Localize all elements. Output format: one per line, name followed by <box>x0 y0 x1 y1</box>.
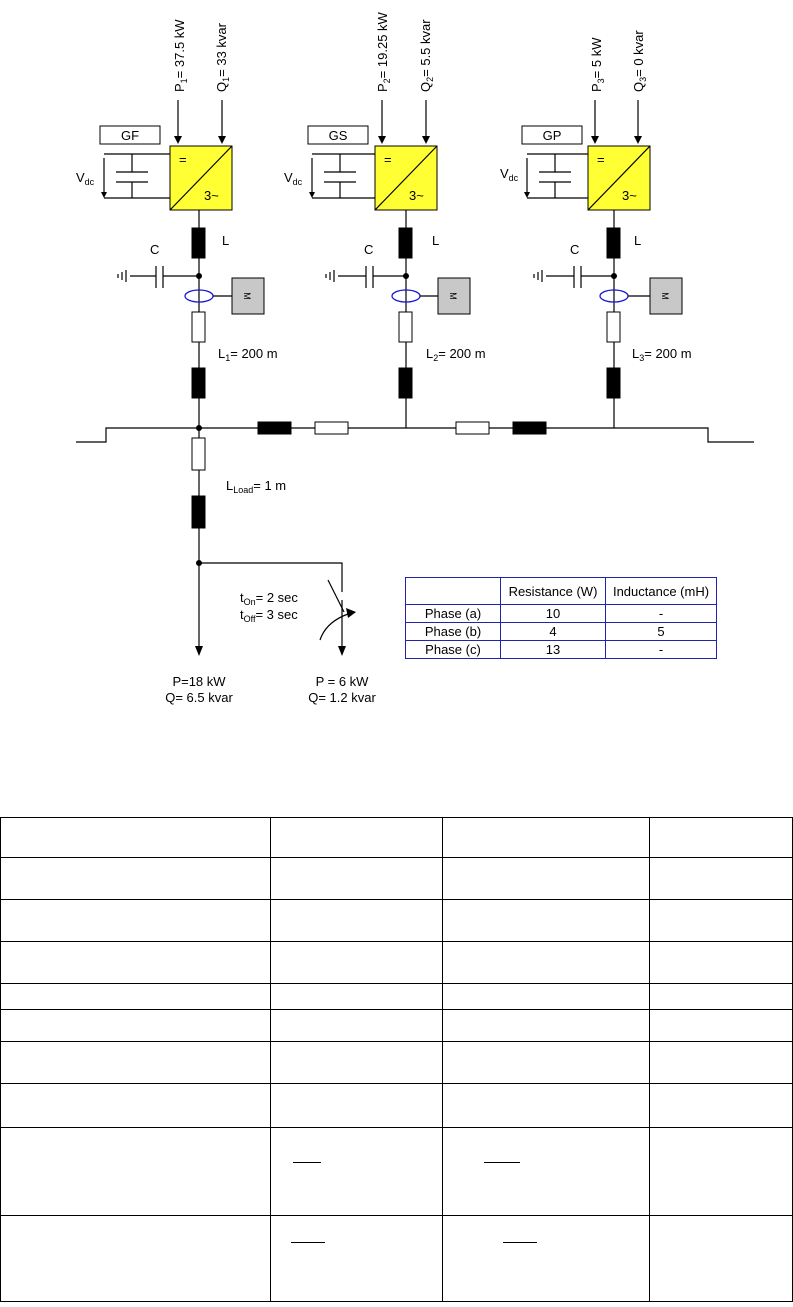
table-row <box>0 941 793 984</box>
meter-1 <box>231 277 265 315</box>
load1-p: P=18 kW <box>172 674 226 689</box>
svg-text:=: = <box>179 152 187 167</box>
mode-label-gf: GF <box>121 128 139 143</box>
svg-text:C: C <box>364 242 373 257</box>
feeder-1: P1= 37.5 kW Q1= 33 kvar GF = 3~ Vdc L C <box>76 19 278 428</box>
load-resistor <box>191 437 206 471</box>
table-row <box>0 1215 793 1302</box>
mode-label-gs: GS <box>329 128 348 143</box>
svg-text:=: = <box>384 152 392 167</box>
meter-3 <box>649 277 683 315</box>
line-resistor-2 <box>398 311 413 343</box>
load2-q: Q= 1.2 kvar <box>308 690 376 705</box>
table-header-row: Resistance (W) Inductance (mH) <box>405 577 717 605</box>
mode-box-gf <box>99 125 161 145</box>
t-on: tOn= 2 sec <box>240 590 298 607</box>
svg-text:3~: 3~ <box>204 188 219 203</box>
main-bus <box>76 421 754 443</box>
line-resistor-3 <box>606 311 621 343</box>
table-row <box>0 1041 793 1084</box>
svg-text:3~: 3~ <box>622 188 637 203</box>
line-inductor-1 <box>191 367 206 399</box>
fraction-line <box>484 1162 520 1163</box>
q-arrow-icon <box>634 136 642 144</box>
meter-2 <box>437 277 471 315</box>
svg-text:Q3= 0 kvar: Q3= 0 kvar <box>631 30 648 92</box>
svg-text:Vdc: Vdc <box>500 166 519 183</box>
svg-text:L: L <box>222 233 229 248</box>
switch-arrow-icon <box>346 608 356 618</box>
load-branch: LLoad= 1 m tOn= 2 sec tOff= 3 sec P=18 k… <box>165 428 376 705</box>
feeder-1-p: P1= 37.5 kW <box>172 19 189 92</box>
table-row <box>0 817 793 858</box>
table-row <box>0 983 793 1010</box>
svg-text:M: M <box>242 292 252 300</box>
table-row <box>0 1009 793 1042</box>
switched-load-arrow-icon <box>338 646 346 656</box>
svg-text:LLoad= 1 m: LLoad= 1 m <box>226 478 286 495</box>
p-arrow-icon <box>378 136 386 144</box>
load1-q: Q= 6.5 kvar <box>165 690 233 705</box>
line-len-1: L1= 200 m <box>218 346 278 363</box>
vdc-1: Vdc <box>76 170 95 187</box>
mode-label-gp: GP <box>543 128 562 143</box>
bus-resistor-1 <box>314 421 349 435</box>
svg-text:C: C <box>150 242 159 257</box>
load-arrow-icon <box>195 646 203 656</box>
svg-text:Q2= 5.5 kvar: Q2= 5.5 kvar <box>418 19 435 92</box>
p-arrow-icon <box>174 136 182 144</box>
load2-p: P = 6 kW <box>316 674 370 689</box>
q-arrow-icon <box>422 136 430 144</box>
phase-impedance-table: Resistance (W) Inductance (mH) Phase (a)… <box>405 577 717 659</box>
svg-text:=: = <box>597 152 605 167</box>
filter-inductor-3 <box>606 227 621 259</box>
svg-text:P2= 19.25 kW: P2= 19.25 kW <box>375 11 392 92</box>
fraction-line <box>503 1242 537 1243</box>
feeder-1-q: Q1= 33 kvar <box>214 22 231 92</box>
table-row <box>0 1127 793 1216</box>
bus-inductor-1 <box>257 421 292 435</box>
svg-text:P3= 5 kW: P3= 5 kW <box>589 37 606 92</box>
mode-box-gs <box>307 125 369 145</box>
filter-inductor-2 <box>398 227 413 259</box>
svg-text:C: C <box>570 242 579 257</box>
load-inductor <box>191 495 206 529</box>
svg-text:Vdc: Vdc <box>284 170 303 187</box>
filter-inductor-1 <box>191 227 206 259</box>
line-inductor-3 <box>606 367 621 399</box>
bus-resistor-2 <box>455 421 490 435</box>
svg-text:3~: 3~ <box>409 188 424 203</box>
svg-text:L: L <box>432 233 439 248</box>
table-row: Phase (a) 10 - <box>405 604 717 623</box>
bus-inductor-2 <box>512 421 547 435</box>
switch-blade <box>327 579 345 613</box>
fraction-line <box>291 1242 325 1243</box>
line-resistor-1 <box>191 311 206 343</box>
svg-text:M: M <box>660 292 670 300</box>
table-row <box>0 899 793 942</box>
table-row <box>0 857 793 900</box>
p-arrow-icon <box>591 136 599 144</box>
svg-text:M: M <box>448 292 458 300</box>
empty-parameter-table <box>0 817 793 1302</box>
mode-box-gp <box>521 125 583 145</box>
microgrid-diagram: P1= 37.5 kW Q1= 33 kvar GF = 3~ Vdc L C <box>76 11 754 705</box>
svg-text:L3= 200 m: L3= 200 m <box>632 346 692 363</box>
table-row <box>0 1083 793 1128</box>
t-off: tOff= 3 sec <box>240 607 298 624</box>
table-row: Phase (b) 4 5 <box>405 622 717 641</box>
table-row: Phase (c) 13 - <box>405 640 717 659</box>
svg-text:L: L <box>634 233 641 248</box>
line-inductor-2 <box>398 367 413 399</box>
q-arrow-icon <box>218 136 226 144</box>
feeder-3: P3= 5 kW Q3= 0 kvar GP = 3~ Vdc L C <box>500 30 692 428</box>
fraction-line <box>293 1162 321 1163</box>
feeder-2: P2= 19.25 kW Q2= 5.5 kvar GS = 3~ Vdc L … <box>284 11 486 428</box>
svg-text:L2= 200 m: L2= 200 m <box>426 346 486 363</box>
